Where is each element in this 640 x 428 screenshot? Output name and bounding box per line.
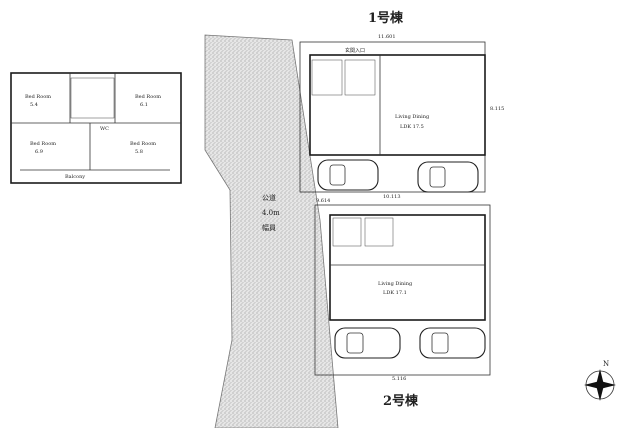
entrance-label: 玄関入口 — [345, 47, 365, 54]
building-1: 1号棟 11.601 玄関入口 Living Dining LDK 17.5 1… — [299, 10, 504, 200]
compass-icon: N — [584, 360, 616, 401]
building-2-top-dimension: 9.614 — [316, 198, 330, 204]
bedroom-2: Bed Room — [135, 94, 161, 100]
road-note: 幅員 — [262, 223, 276, 232]
bedroom-3: Bed Room — [30, 141, 56, 147]
bedroom-4: Bed Room — [130, 141, 156, 147]
bedroom-4-size: 5.8 — [135, 149, 143, 155]
building-2-title: 2号棟 — [383, 393, 419, 409]
road-label: 公道 — [262, 193, 276, 202]
building-2-bottom-dimension: 5.116 — [392, 376, 406, 382]
bedroom-1-size: 5.4 — [30, 102, 38, 108]
car-icon — [334, 327, 401, 359]
car-icon — [317, 159, 379, 191]
building-1-side-dimension: 8.115 — [490, 106, 504, 112]
car-icon — [419, 327, 486, 359]
balcony-label: Balcony — [65, 174, 85, 180]
building-1-ldk-size: LDK 17.5 — [400, 124, 424, 130]
building-2-ldk-size: LDK 17.1 — [383, 290, 407, 296]
building-1-title: 1号棟 — [368, 10, 404, 26]
wc-label: WC — [100, 126, 109, 132]
building-2-ldk-label: Living Dining — [378, 281, 413, 287]
building-1-ldk-label: Living Dining — [395, 114, 430, 120]
bedroom-2-size: 6.1 — [140, 102, 148, 108]
bedroom-3-size: 6.9 — [35, 149, 43, 155]
road-width: 4.0m — [262, 209, 280, 217]
second-floor-plan: Bed Room 5.4 Bed Room 6.1 Bed Room 6.9 B… — [10, 72, 182, 184]
building-2: 9.614 Living Dining LDK 17.1 5.116 2号棟 — [314, 198, 491, 409]
building-1-top-dimension: 11.601 — [378, 34, 396, 40]
building-1-bottom-dimension: 10.113 — [383, 194, 401, 200]
compass-label: N — [603, 360, 609, 368]
road: 公道 4.0m 幅員 — [204, 34, 339, 428]
car-icon — [417, 161, 479, 193]
bedroom-1: Bed Room — [25, 94, 51, 100]
